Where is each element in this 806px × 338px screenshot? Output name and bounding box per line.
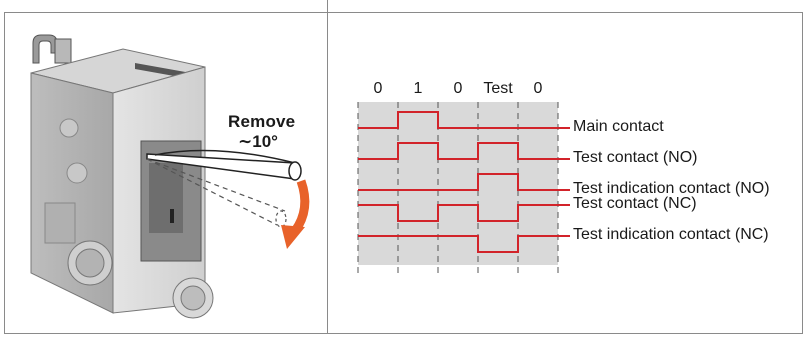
state-label: Test [483, 80, 513, 97]
device-illustration [30, 34, 310, 319]
angle-label: ∼10° [238, 132, 278, 151]
signal-label: Test indication contact (NO) [573, 180, 770, 197]
state-label: 1 [413, 80, 423, 97]
timing-diagram [357, 102, 570, 275]
signal-trace [358, 204, 570, 222]
signal-trace [358, 173, 570, 191]
state-label: 0 [373, 80, 383, 97]
remove-label: Remove [228, 112, 296, 131]
timing-background [358, 102, 558, 265]
mounting-clip [32, 34, 72, 64]
rotation-arrow-icon [281, 179, 310, 249]
divider-tick [327, 0, 328, 12]
signal-label: Test contact (NO) [573, 149, 698, 166]
timing-panel [327, 12, 803, 334]
screwdriver [146, 149, 302, 228]
signal-trace [358, 142, 570, 160]
state-label: 0 [453, 80, 463, 97]
signal-trace [358, 235, 570, 253]
illustration-panel [4, 12, 327, 334]
signal-label: Test contact (NC) [573, 195, 697, 212]
signal-label: Test indication contact (NC) [573, 226, 769, 243]
state-label: 0 [533, 80, 543, 97]
signal-trace [358, 111, 570, 129]
signal-label: Main contact [573, 118, 664, 135]
